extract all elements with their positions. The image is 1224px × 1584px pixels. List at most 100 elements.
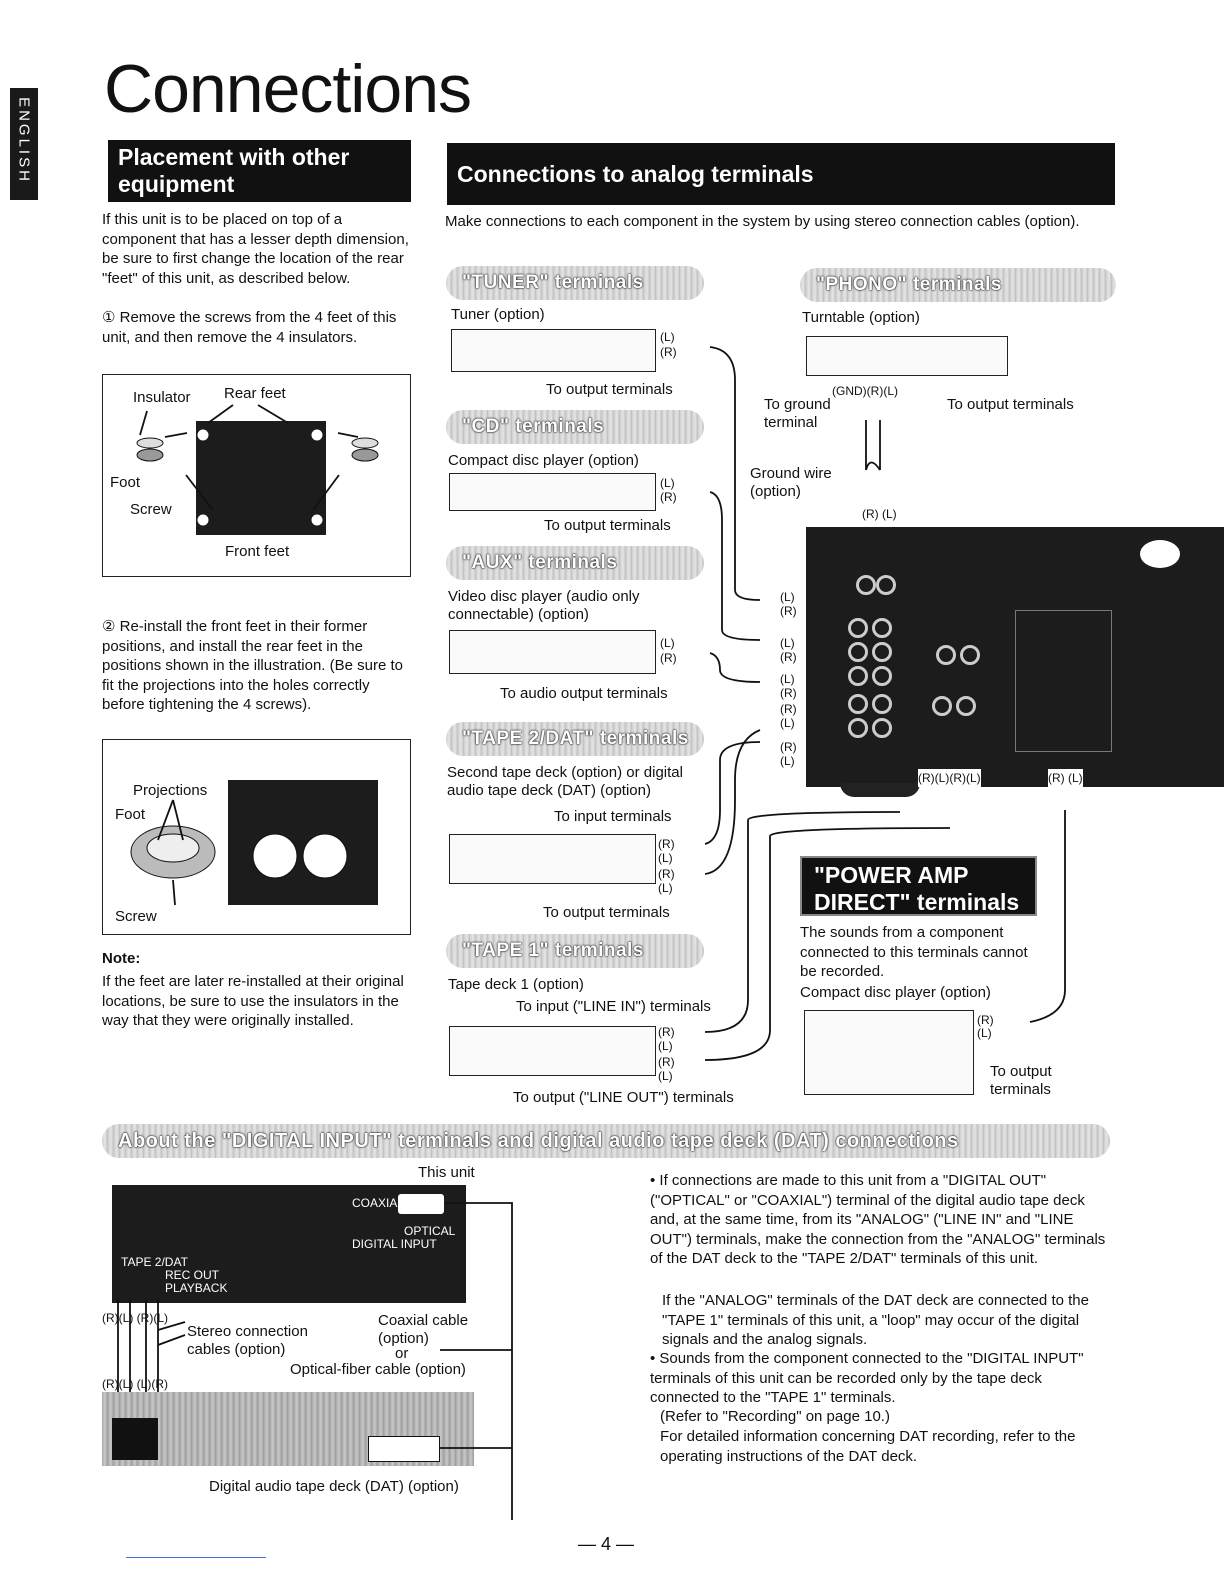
power-amp-text: The sounds from a component connected to…: [800, 924, 1028, 980]
amp-r: (R): [780, 650, 797, 664]
cd2-to-output: To output terminals: [990, 1063, 1052, 1098]
cd-device: [449, 473, 656, 511]
tape1-to-output: To output ("LINE OUT") terminals: [513, 1089, 734, 1106]
cd2-l: (L): [977, 1026, 992, 1040]
coaxial-jack: [398, 1194, 444, 1214]
cd-r: (R): [660, 490, 677, 504]
footer-rule: [126, 1557, 266, 1558]
feet-figure-2: Projections Foot Screw: [102, 739, 411, 935]
screw-label-2: Screw: [115, 908, 157, 925]
cd-device-label: Compact disc player (option): [448, 452, 639, 469]
tape1-device-label: Tape deck 1 (option): [448, 976, 584, 993]
tape2-to-input: To input terminals: [554, 808, 672, 825]
aux-to-output: To audio output terminals: [500, 685, 668, 702]
digital-bullet-2b: (Refer to "Recording" on page 10.): [660, 1408, 890, 1425]
digital-pill: About the "DIGITAL INPUT" terminals and …: [102, 1124, 1110, 1158]
jack: [872, 718, 892, 738]
phono-rl: (R) (L): [862, 507, 897, 521]
tape2-l2: (L): [658, 881, 673, 895]
cd-player-2: [804, 1010, 974, 1095]
ground-wire-label: Ground wire (option): [750, 465, 832, 500]
or-label: or: [395, 1345, 409, 1362]
page-number: — 4 —: [578, 1534, 635, 1554]
language-tab: ENGLISH: [10, 88, 38, 200]
jack: [872, 666, 892, 686]
amp-r: (R): [780, 740, 797, 754]
placement-intro: If this unit is to be placed on top of a…: [102, 211, 409, 287]
jack: [848, 718, 868, 738]
aux-device-label: Video disc player (audio only connectabl…: [448, 588, 640, 623]
jack: [936, 645, 956, 665]
stereo-cables-label: Stereo connection cables (option): [187, 1323, 308, 1358]
tape1-l2: (L): [658, 1069, 673, 1083]
tape2dat-label: TAPE 2/DAT: [121, 1255, 188, 1269]
to-ground-label: To ground terminal: [764, 396, 831, 431]
amp-l: (L): [780, 754, 795, 768]
turntable-device: [806, 336, 1008, 376]
foot-label: Foot: [110, 474, 141, 491]
phono-pill: "PHONO" terminals: [800, 268, 1116, 302]
optical-label: OPTICAL: [404, 1224, 456, 1238]
phono-gnd-rl: (GND)(R)(L): [832, 384, 898, 398]
tape1-l1: (L): [658, 1039, 673, 1053]
tape1-to-input: To input ("LINE IN") terminals: [516, 998, 711, 1015]
tuner-device: [451, 329, 656, 372]
jack: [872, 618, 892, 638]
placement-header: Placement with other equipment: [108, 140, 411, 202]
jack: [848, 618, 868, 638]
jack: [956, 696, 976, 716]
aux-l: (L): [660, 636, 675, 650]
tape1-r2: (R): [658, 1055, 675, 1069]
tape2-r1: (R): [658, 837, 675, 851]
jack: [848, 694, 868, 714]
insulator-label: Insulator: [133, 389, 191, 406]
power-amp-device-label: Compact disc player (option): [800, 984, 991, 1001]
tape2-pill: "TAPE 2/DAT" terminals: [446, 722, 704, 756]
front-feet-label: Front feet: [225, 543, 290, 560]
coaxial-label: COAXIAL: [352, 1196, 405, 1210]
note-title: Note:: [102, 950, 141, 967]
amp-rl-bottom: (R)(L)(R)(L): [918, 769, 981, 787]
fig2-lines: [130, 799, 348, 906]
amp-l: (L): [780, 716, 795, 730]
step-1: ① Remove the screws from the 4 feet of t…: [102, 309, 397, 346]
amp-l: (L): [780, 590, 795, 604]
tuner-pill: "TUNER" terminals: [446, 266, 704, 300]
tuner-r: (R): [660, 345, 677, 359]
analog-intro: Make connections to each component in th…: [445, 213, 1080, 230]
jack: [872, 642, 892, 662]
aux-r: (R): [660, 651, 677, 665]
dat-digital-out: [368, 1436, 440, 1462]
turntable-label: Turntable (option): [802, 309, 920, 326]
unit-bottom: [196, 421, 326, 535]
dat-label: Digital audio tape deck (DAT) (option): [209, 1478, 459, 1495]
projections-label: Projections: [133, 782, 208, 799]
phono-to-output: To output terminals: [947, 396, 1074, 413]
amp-r: (R): [780, 686, 797, 700]
analog-header: Connections to analog terminals: [447, 143, 1115, 205]
tape2-l1: (L): [658, 851, 673, 865]
digital-bullet-1: • If connections are made to this unit f…: [650, 1172, 1106, 1267]
tape1-pill: "TAPE 1" terminals: [446, 934, 704, 968]
optical-cable-label: Optical-fiber cable (option): [290, 1361, 466, 1378]
tape2-r2: (R): [658, 867, 675, 881]
rec-out-label: REC OUT: [165, 1268, 219, 1282]
amp-foot: [840, 783, 920, 797]
tuner-to-output: To output terminals: [546, 381, 673, 398]
jack: [876, 575, 896, 595]
digital-bullet-2: • Sounds from the component connected to…: [650, 1350, 1084, 1406]
playback-label: PLAYBACK: [165, 1281, 228, 1295]
fig1-lines: [136, 404, 379, 526]
jack: [856, 575, 876, 595]
jack: [932, 696, 952, 716]
speaker-terminals: [1015, 610, 1112, 752]
amp-l: (L): [780, 672, 795, 686]
amp-r: (R): [780, 604, 797, 618]
amp-r: (R): [780, 702, 797, 716]
jack: [848, 666, 868, 686]
cd-l: (L): [660, 476, 675, 490]
jack: [960, 645, 980, 665]
cd-to-output: To output terminals: [544, 517, 671, 534]
tape1-r1: (R): [658, 1025, 675, 1039]
